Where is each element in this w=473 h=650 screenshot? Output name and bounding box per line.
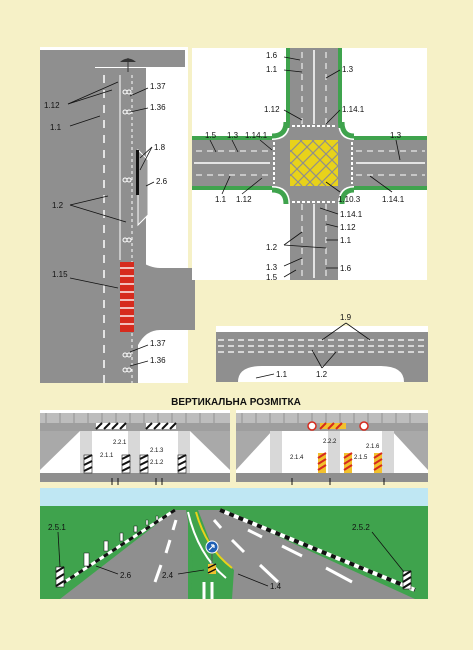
label-1-2-south: 1.2	[266, 243, 278, 252]
tunnel-left-top-beam	[40, 413, 230, 423]
left-road-scene	[40, 47, 195, 383]
bridge-label-group: 1.9 1.1 1.2	[255, 313, 371, 379]
bridge-road-scene	[216, 326, 428, 382]
label-1-14-1-west: 1.14.1	[245, 131, 268, 140]
tunnel-left-arrows	[111, 478, 163, 485]
label-1-12-top: 1.12	[264, 105, 280, 114]
label-1-4: 1.4	[270, 582, 282, 591]
label-1-1-left: 1.1	[50, 123, 62, 132]
label-1-3-top: 1.3	[342, 65, 354, 74]
label-1-6-south: 1.6	[340, 264, 352, 273]
tunnel-left-label-group: 2.2.1 2.1.1 2.1.2 2.1.3	[100, 440, 164, 466]
label-1-36-left: 1.36	[150, 103, 166, 112]
left-road-vertical	[80, 68, 138, 383]
label-1-8: 1.8	[154, 143, 166, 152]
label-1-15: 1.15	[52, 270, 68, 279]
green-edge-wn	[192, 136, 272, 140]
label-1-1-top: 1.1	[266, 65, 278, 74]
restriction-sign-icon	[359, 421, 369, 431]
street-lamp-icon	[120, 58, 136, 72]
label-1-1-bridge: 1.1	[276, 370, 288, 379]
label-2-6-perspective: 2.6	[120, 571, 132, 580]
label-2-5-1: 2.5.1	[48, 523, 66, 532]
label-1-5-south: 1.5	[266, 273, 278, 282]
left-road-side-branch	[138, 260, 195, 345]
no-entry-sign-icon	[307, 421, 317, 431]
label-1-14-1-east: 1.14.1	[382, 195, 405, 204]
keep-right-sign-icon	[205, 540, 219, 574]
perspective-right-post	[402, 570, 412, 590]
left-road-parking-pocket	[137, 148, 149, 227]
tunnel-left-striped-posts	[83, 454, 187, 474]
bridge-ramps	[216, 360, 428, 382]
label-2-2-2: 2.2.2	[323, 439, 337, 445]
section-title: ВЕРТИКАЛЬНА РОЗМІТКА	[171, 397, 301, 408]
label-1-6-top: 1.6	[266, 51, 278, 60]
bicycle-icons	[122, 89, 132, 373]
label-2-4: 2.4	[162, 571, 174, 580]
perspective-lane-dashes	[153, 519, 353, 584]
tunnel-right-label-group: 2.2.2 2.1.4 2.1.5 2.1.6	[290, 439, 380, 461]
label-1-3-east: 1.3	[390, 131, 402, 140]
label-2-1-6: 2.1.6	[366, 444, 380, 450]
left-road-red-crossing-stripes	[120, 267, 134, 325]
label-1-5-west: 1.5	[205, 131, 217, 140]
label-1-37-left-bottom: 1.37	[150, 339, 166, 348]
sky	[40, 488, 428, 510]
label-2-1-2: 2.1.2	[150, 460, 164, 466]
crossroad-scene	[192, 48, 427, 280]
label-2-1-3: 2.1.3	[150, 448, 164, 454]
label-1-12-south: 1.12	[340, 223, 356, 232]
green-edge-nw	[286, 48, 290, 128]
label-1-14-1-top: 1.14.1	[342, 105, 365, 114]
label-1-3-west: 1.3	[227, 131, 239, 140]
green-edge-es	[354, 186, 427, 190]
left-road-red-crossing	[120, 262, 134, 332]
label-2-1-4: 2.1.4	[290, 455, 304, 461]
tunnel-right-scene	[236, 410, 428, 485]
tunnel-left-scene	[40, 410, 230, 485]
label-2-2-1: 2.2.1	[113, 440, 127, 446]
green-edge-ne	[338, 48, 342, 128]
left-road-label-group: 1.12 1.1 1.37 1.36 1.8 2.6 1.2 1.15 1.37…	[44, 81, 168, 367]
label-1-1-west: 1.1	[215, 195, 227, 204]
yellow-box-crosshatch	[289, 139, 339, 187]
label-1-12-left: 1.12	[44, 101, 60, 110]
label-1-10-3: 1.10.3	[338, 195, 361, 204]
label-1-2-bridge: 1.2	[316, 370, 328, 379]
left-road-black-marks	[136, 150, 139, 195]
label-1-9: 1.9	[340, 313, 352, 322]
label-1-37-left: 1.37	[150, 82, 166, 91]
perspective-median	[186, 510, 234, 599]
label-2-1-5: 2.1.5	[354, 455, 368, 461]
crossroad-label-group: 1.6 1.1 1.3 1.12 1.14.1 1.5 1.3 1.14.1 1…	[205, 51, 405, 282]
label-2-1-1: 2.1.1	[100, 453, 114, 459]
perspective-left-posts	[55, 515, 159, 588]
label-1-2-left: 1.2	[52, 201, 64, 210]
label-1-12-west: 1.12	[236, 195, 252, 204]
perspective-label-group: 2.5.1 2.6 2.4 1.4 2.5.2	[48, 523, 405, 591]
label-2-6-left: 2.6	[156, 177, 168, 186]
tunnel-right-arrows	[291, 478, 385, 485]
green-edge-ws	[192, 186, 272, 190]
label-2-5-2: 2.5.2	[352, 523, 370, 532]
label-1-14-1-south: 1.14.1	[340, 210, 363, 219]
label-1-3-south: 1.3	[266, 263, 278, 272]
label-1-36-left-bottom: 1.36	[150, 356, 166, 365]
green-edge-en	[354, 136, 427, 140]
perspective-road-scene	[40, 488, 428, 599]
tunnel-right-striped-posts	[317, 452, 383, 473]
label-1-1-south: 1.1	[340, 236, 352, 245]
left-road-asphalt-main	[40, 50, 185, 383]
